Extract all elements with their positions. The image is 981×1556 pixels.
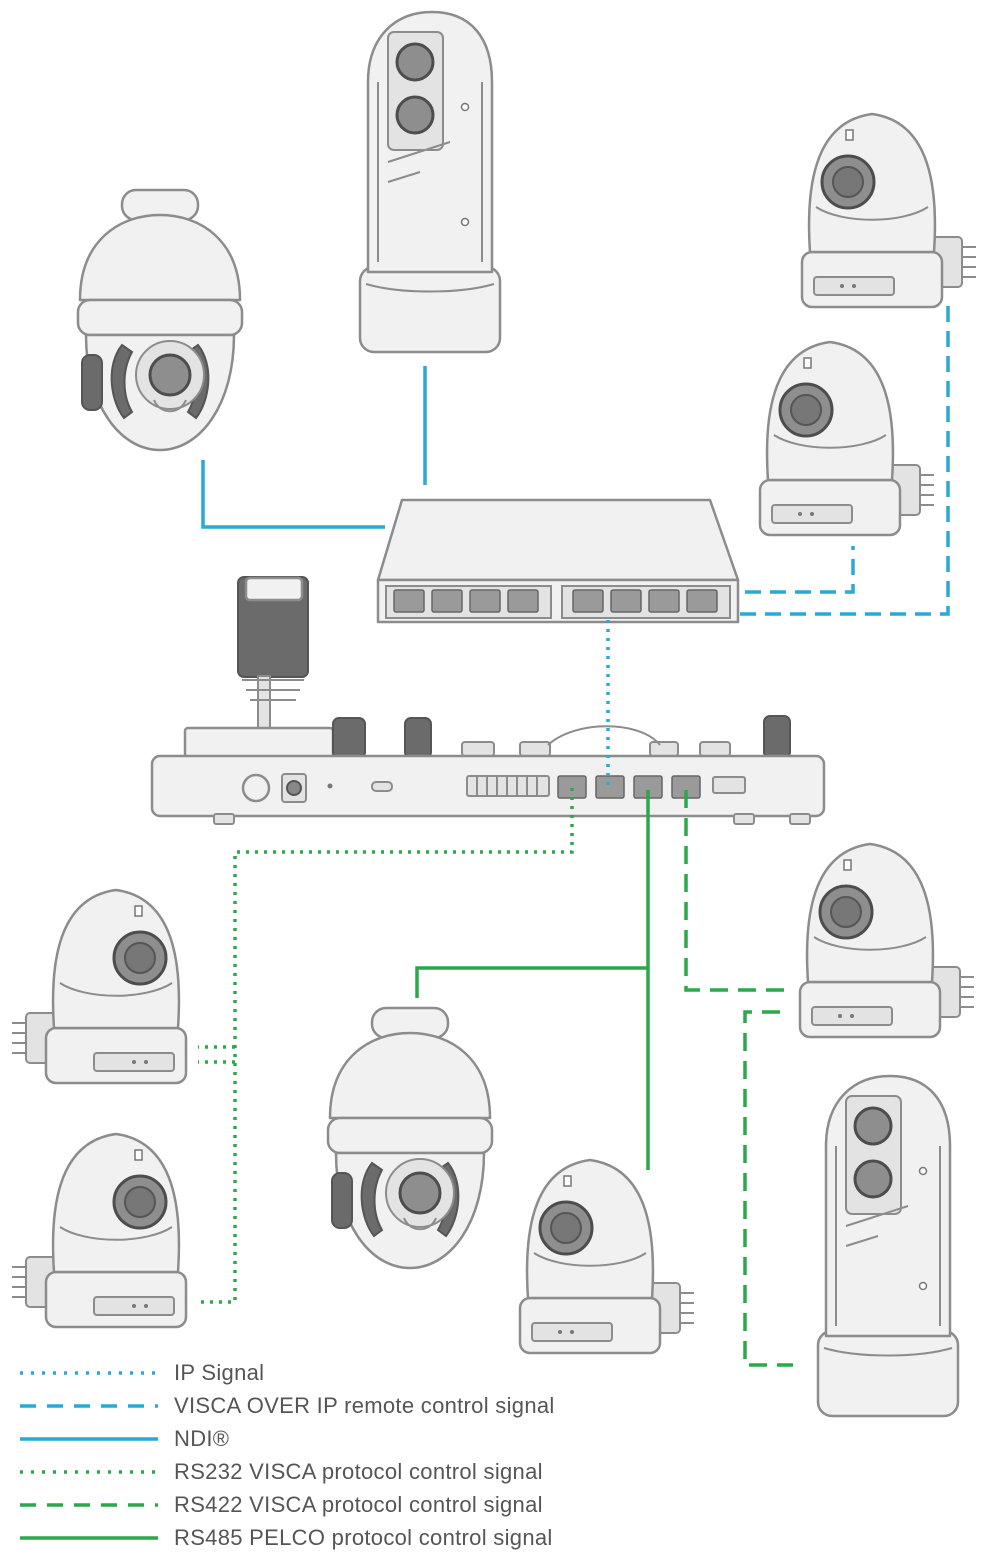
legend-item-ip-signal: IP Signal (18, 1358, 618, 1391)
visca-over-ip-lines (740, 298, 950, 616)
legend-label: RS232 VISCA protocol control signal (174, 1459, 543, 1484)
network-switch (376, 498, 740, 624)
ptz-camera-left-2 (12, 1134, 186, 1327)
rs422-visca-lines (684, 790, 793, 1367)
ndi-signal-lines (201, 366, 427, 529)
legend-item-ndi: NDI® (18, 1424, 618, 1457)
legend-swatch-rs232 (20, 1470, 158, 1474)
legend-item-visca-over-ip: VISCA OVER IP remote control signal (18, 1391, 618, 1424)
legend-item-rs422: RS422 VISCA protocol control signal (18, 1490, 618, 1523)
legend-item-rs232: RS232 VISCA protocol control signal (18, 1457, 618, 1490)
legend-swatch-ip-signal (20, 1371, 158, 1375)
legend-swatch-rs422 (20, 1503, 158, 1507)
positioning-camera-top (358, 10, 502, 354)
rs232-visca-lines (198, 788, 574, 1304)
ptz-camera-bottom-center (518, 1158, 696, 1355)
legend-label: VISCA OVER IP remote control signal (174, 1393, 555, 1418)
dome-camera-bottom (326, 1006, 494, 1270)
ptz-camera-right-middle (798, 842, 976, 1039)
ptz-camera-top-right-2 (758, 340, 936, 537)
legend-swatch-rs485 (20, 1536, 158, 1540)
legend-swatch-ndi (20, 1437, 158, 1441)
legend: IP Signal VISCA OVER IP remote control s… (18, 1358, 618, 1556)
legend-label: NDI® (174, 1426, 230, 1451)
ptz-camera-top-right-1 (800, 112, 978, 309)
keyboard-controller (150, 576, 826, 825)
rs485-pelco-lines (415, 790, 650, 1170)
legend-label: RS485 PELCO protocol control signal (174, 1525, 553, 1550)
positioning-camera-bottom-right (816, 1074, 960, 1418)
ptz-camera-left-1 (12, 890, 186, 1083)
dome-camera-top (76, 188, 244, 452)
legend-item-rs485: RS485 PELCO protocol control signal (18, 1523, 618, 1556)
legend-label: RS422 VISCA protocol control signal (174, 1492, 543, 1517)
legend-label: IP Signal (174, 1360, 265, 1385)
legend-swatch-visca-over-ip (20, 1404, 158, 1408)
